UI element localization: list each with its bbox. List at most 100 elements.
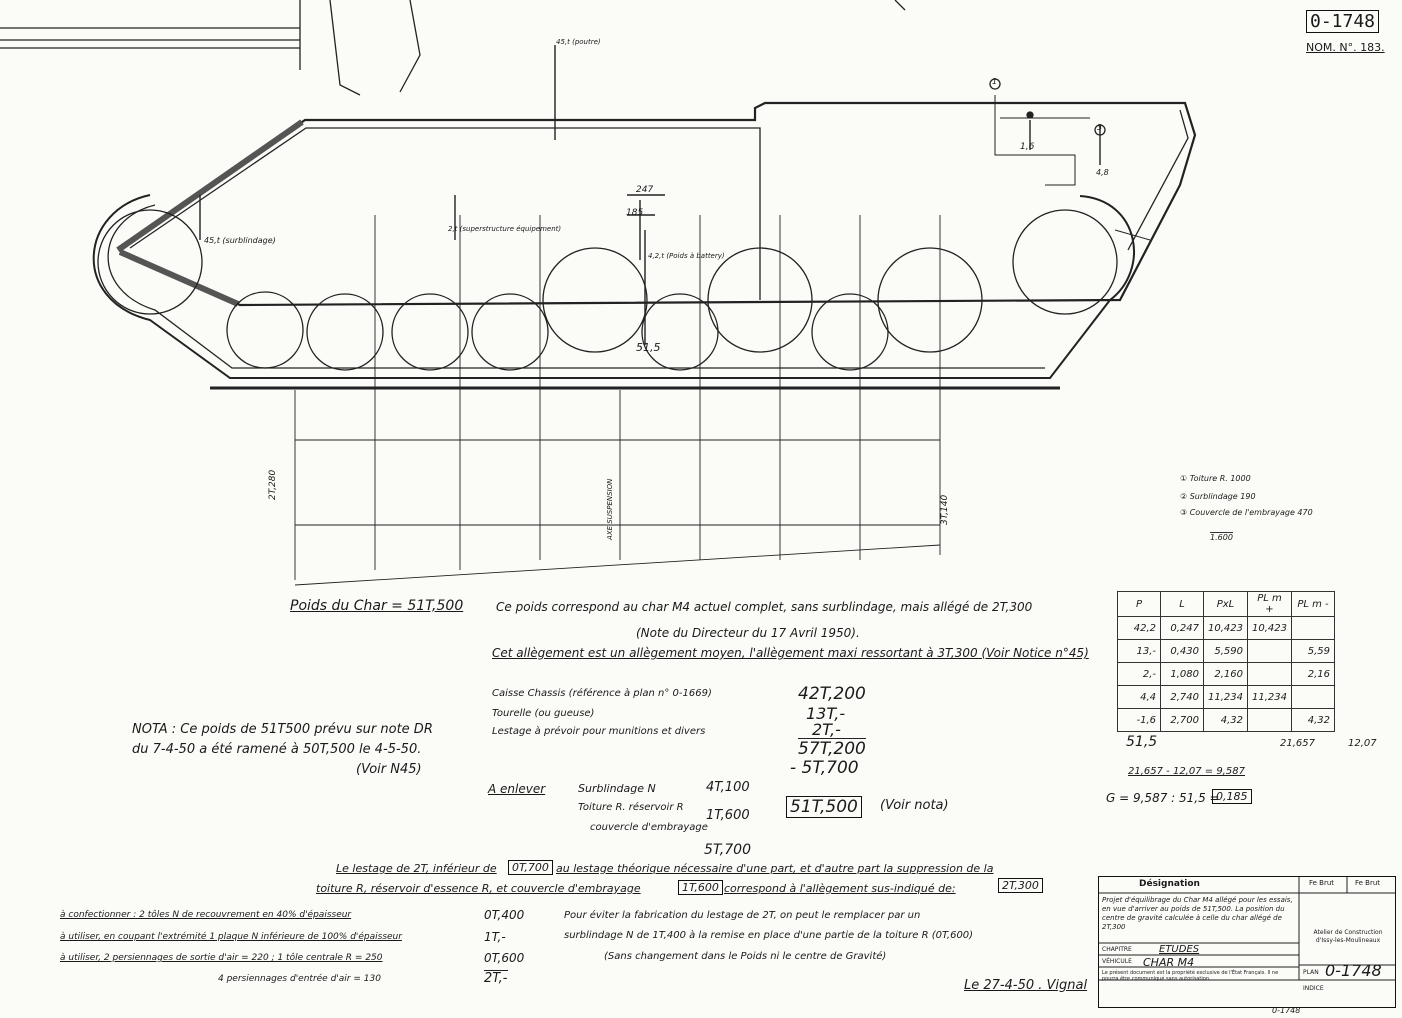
label-circle-3: 3 — [1097, 123, 1103, 132]
table-row: 2,- 1,080 2,160 2,16 — [1117, 662, 1335, 686]
label-rear-2: 4,8 — [1096, 168, 1109, 177]
enlever-item-2-value: 1T,600 — [706, 808, 750, 823]
enlever-item-2: Toiture R. réservoir R — [578, 802, 684, 813]
table-cell: 2,16 — [1291, 662, 1335, 686]
designation-label: Désignation — [1139, 879, 1200, 889]
marker-3 — [1094, 124, 1106, 136]
legal-text: Le présent document est la propriété exc… — [1102, 970, 1279, 982]
nom-number: NOM. N°. 183. — [1306, 41, 1385, 54]
enlever-item-1: Surblindage N — [578, 782, 656, 795]
table-header: L — [1160, 591, 1204, 617]
table-cell: 2,160 — [1203, 662, 1248, 686]
table-cell: 10,423 — [1203, 616, 1248, 640]
load-arrows — [199, 45, 1101, 345]
marker-2 — [1026, 111, 1034, 119]
table-header: P — [1117, 591, 1161, 617]
label-mid-1: 2,t (superstructure équipement) — [448, 225, 562, 233]
label-dim-top: 45,t (poutre) — [556, 38, 601, 46]
calc-line2-value: 13T,- — [806, 704, 846, 723]
enlever-total: 5T,700 — [704, 842, 751, 858]
moment-table: P L PxL PL m + PL m - 42,2 0,247 10,423 … — [1117, 591, 1335, 732]
calc-minus: - 5T,700 — [790, 758, 859, 778]
front-plate-lower — [118, 249, 240, 307]
road-wheel-2 — [306, 293, 384, 371]
voir-nota: (Voir nota) — [880, 798, 949, 813]
table-header: PxL — [1203, 591, 1248, 617]
label-circle-1: 1 — [992, 77, 998, 86]
atelier-text: Atelier de Construction d'Issy-les-Mouli… — [1313, 929, 1383, 944]
note-directeur: (Note du Directeur du 17 Avril 1950). — [636, 626, 860, 640]
table-cell: 5,59 — [1291, 639, 1335, 663]
calc-line1-label: Caisse Chassis (référence à plan n° 0-16… — [492, 688, 712, 699]
plan-value: 0-1748 — [1325, 961, 1382, 980]
lestage-1a: Le lestage de 2T, inférieur de — [336, 862, 497, 875]
bottom-item-1: à confectionner : 2 tôles N de recouvrem… — [60, 910, 352, 920]
table-row: 42,2 0,247 10,423 10,423 — [1117, 616, 1335, 640]
table-header: PL m + — [1247, 591, 1292, 617]
table-cell — [1247, 662, 1292, 686]
remark-3: (Sans changement dans le Poids ni le cen… — [604, 951, 887, 962]
table-cell: 11,234 — [1247, 685, 1292, 709]
poids-desc: Ce poids correspond au char M4 actuel co… — [496, 600, 1033, 614]
table-row: 4,4 2,740 11,234 11,234 — [1117, 685, 1335, 709]
bottom-item-4-value: 2T,- — [484, 970, 508, 986]
track — [92, 194, 1135, 379]
table-header: PL m - — [1291, 591, 1335, 617]
table-cell: 13,- — [1117, 639, 1161, 663]
table-row: 13,- 0,430 5,590 5,59 — [1117, 639, 1335, 663]
table-cell: 0,247 — [1160, 616, 1204, 640]
legend-item-1: ① Toiture R. 1000 — [1180, 474, 1251, 483]
table-cell: 5,590 — [1203, 639, 1248, 663]
lestage-1b: 0T,700 — [508, 860, 553, 875]
table-cell: 10,423 — [1247, 616, 1292, 640]
label-rear-1: 1,6 — [1020, 142, 1035, 152]
road-wheel-6 — [641, 293, 719, 371]
calc-line1-value: 42T,200 — [798, 684, 866, 704]
table-cell: 2,740 — [1160, 685, 1204, 709]
g-value: 0,185 — [1212, 789, 1252, 804]
lestage-2d: 2T,300 — [998, 878, 1043, 893]
calc-line2-label: Tourelle (ou gueuse) — [492, 708, 595, 719]
bottom-item-4: 4 persiennages d'entrée d'air = 130 — [218, 974, 381, 984]
plan-label: PLAN — [1303, 969, 1319, 976]
lestage-1c: au lestage théorique nécessaire d'une pa… — [556, 862, 994, 875]
label-dim-185: 185 — [626, 208, 644, 218]
table-diff: 21,657 - 12,07 = 9,587 — [1128, 766, 1245, 777]
legend-item-2: ② Surblindage 190 — [1180, 492, 1256, 501]
bottom-item-2: à utiliser, en coupant l'extrémité 1 pla… — [60, 932, 402, 942]
table-cell: 42,2 — [1117, 616, 1161, 640]
road-wheels — [97, 209, 1118, 371]
col-label-1: Fe Brut — [1309, 879, 1335, 887]
remark-1: Pour éviter la fabrication du lestage de… — [564, 910, 921, 921]
right-dim: 3T,140 — [940, 494, 950, 525]
label-dim-247: 247 — [636, 185, 654, 195]
table-cell — [1291, 616, 1335, 640]
label-cg: 51,5 — [636, 341, 661, 354]
table-header-row: P L PxL PL m + PL m - — [1117, 591, 1335, 617]
allegement-text: Cet allègement est un allègement moyen, … — [492, 646, 1089, 660]
vehicule-value: CHAR M4 — [1143, 956, 1195, 969]
lestage-2b: 1T,600 — [678, 880, 723, 895]
frame-lines — [0, 0, 906, 96]
label-front-arm: 45,t (surblindage) — [204, 236, 276, 245]
table-cell: -1,6 — [1117, 708, 1161, 732]
nota-line-2: du 7-4-50 a été ramené à 50T,500 le 4-5-… — [132, 742, 422, 757]
table-cell — [1247, 639, 1292, 663]
legend-total: 1.600 — [1210, 532, 1233, 542]
footer-number: 0-1748 — [1272, 1006, 1301, 1015]
chapitre-label: CHAPITRE — [1102, 946, 1132, 953]
road-wheel-1 — [226, 291, 304, 369]
legend-item-3: ③ Couvercle de l'embrayage 470 — [1180, 508, 1313, 517]
axis-label: AXE SUSPENSION — [606, 478, 614, 540]
table-sum-minus: 12,07 — [1348, 738, 1377, 749]
bottom-item-3: à utiliser, 2 persiennages de sortie d'a… — [60, 953, 383, 963]
table-cell — [1291, 685, 1335, 709]
track-inner — [107, 204, 1045, 369]
rear-detail — [994, 95, 1151, 241]
calc-line3-value: 2T,- — [812, 720, 841, 739]
enlever-item-1-value: 4T,100 — [706, 780, 750, 795]
nota-line-3: (Voir N45) — [356, 762, 422, 777]
marker-1 — [989, 78, 1001, 90]
indice-label: INDICE — [1303, 985, 1324, 992]
